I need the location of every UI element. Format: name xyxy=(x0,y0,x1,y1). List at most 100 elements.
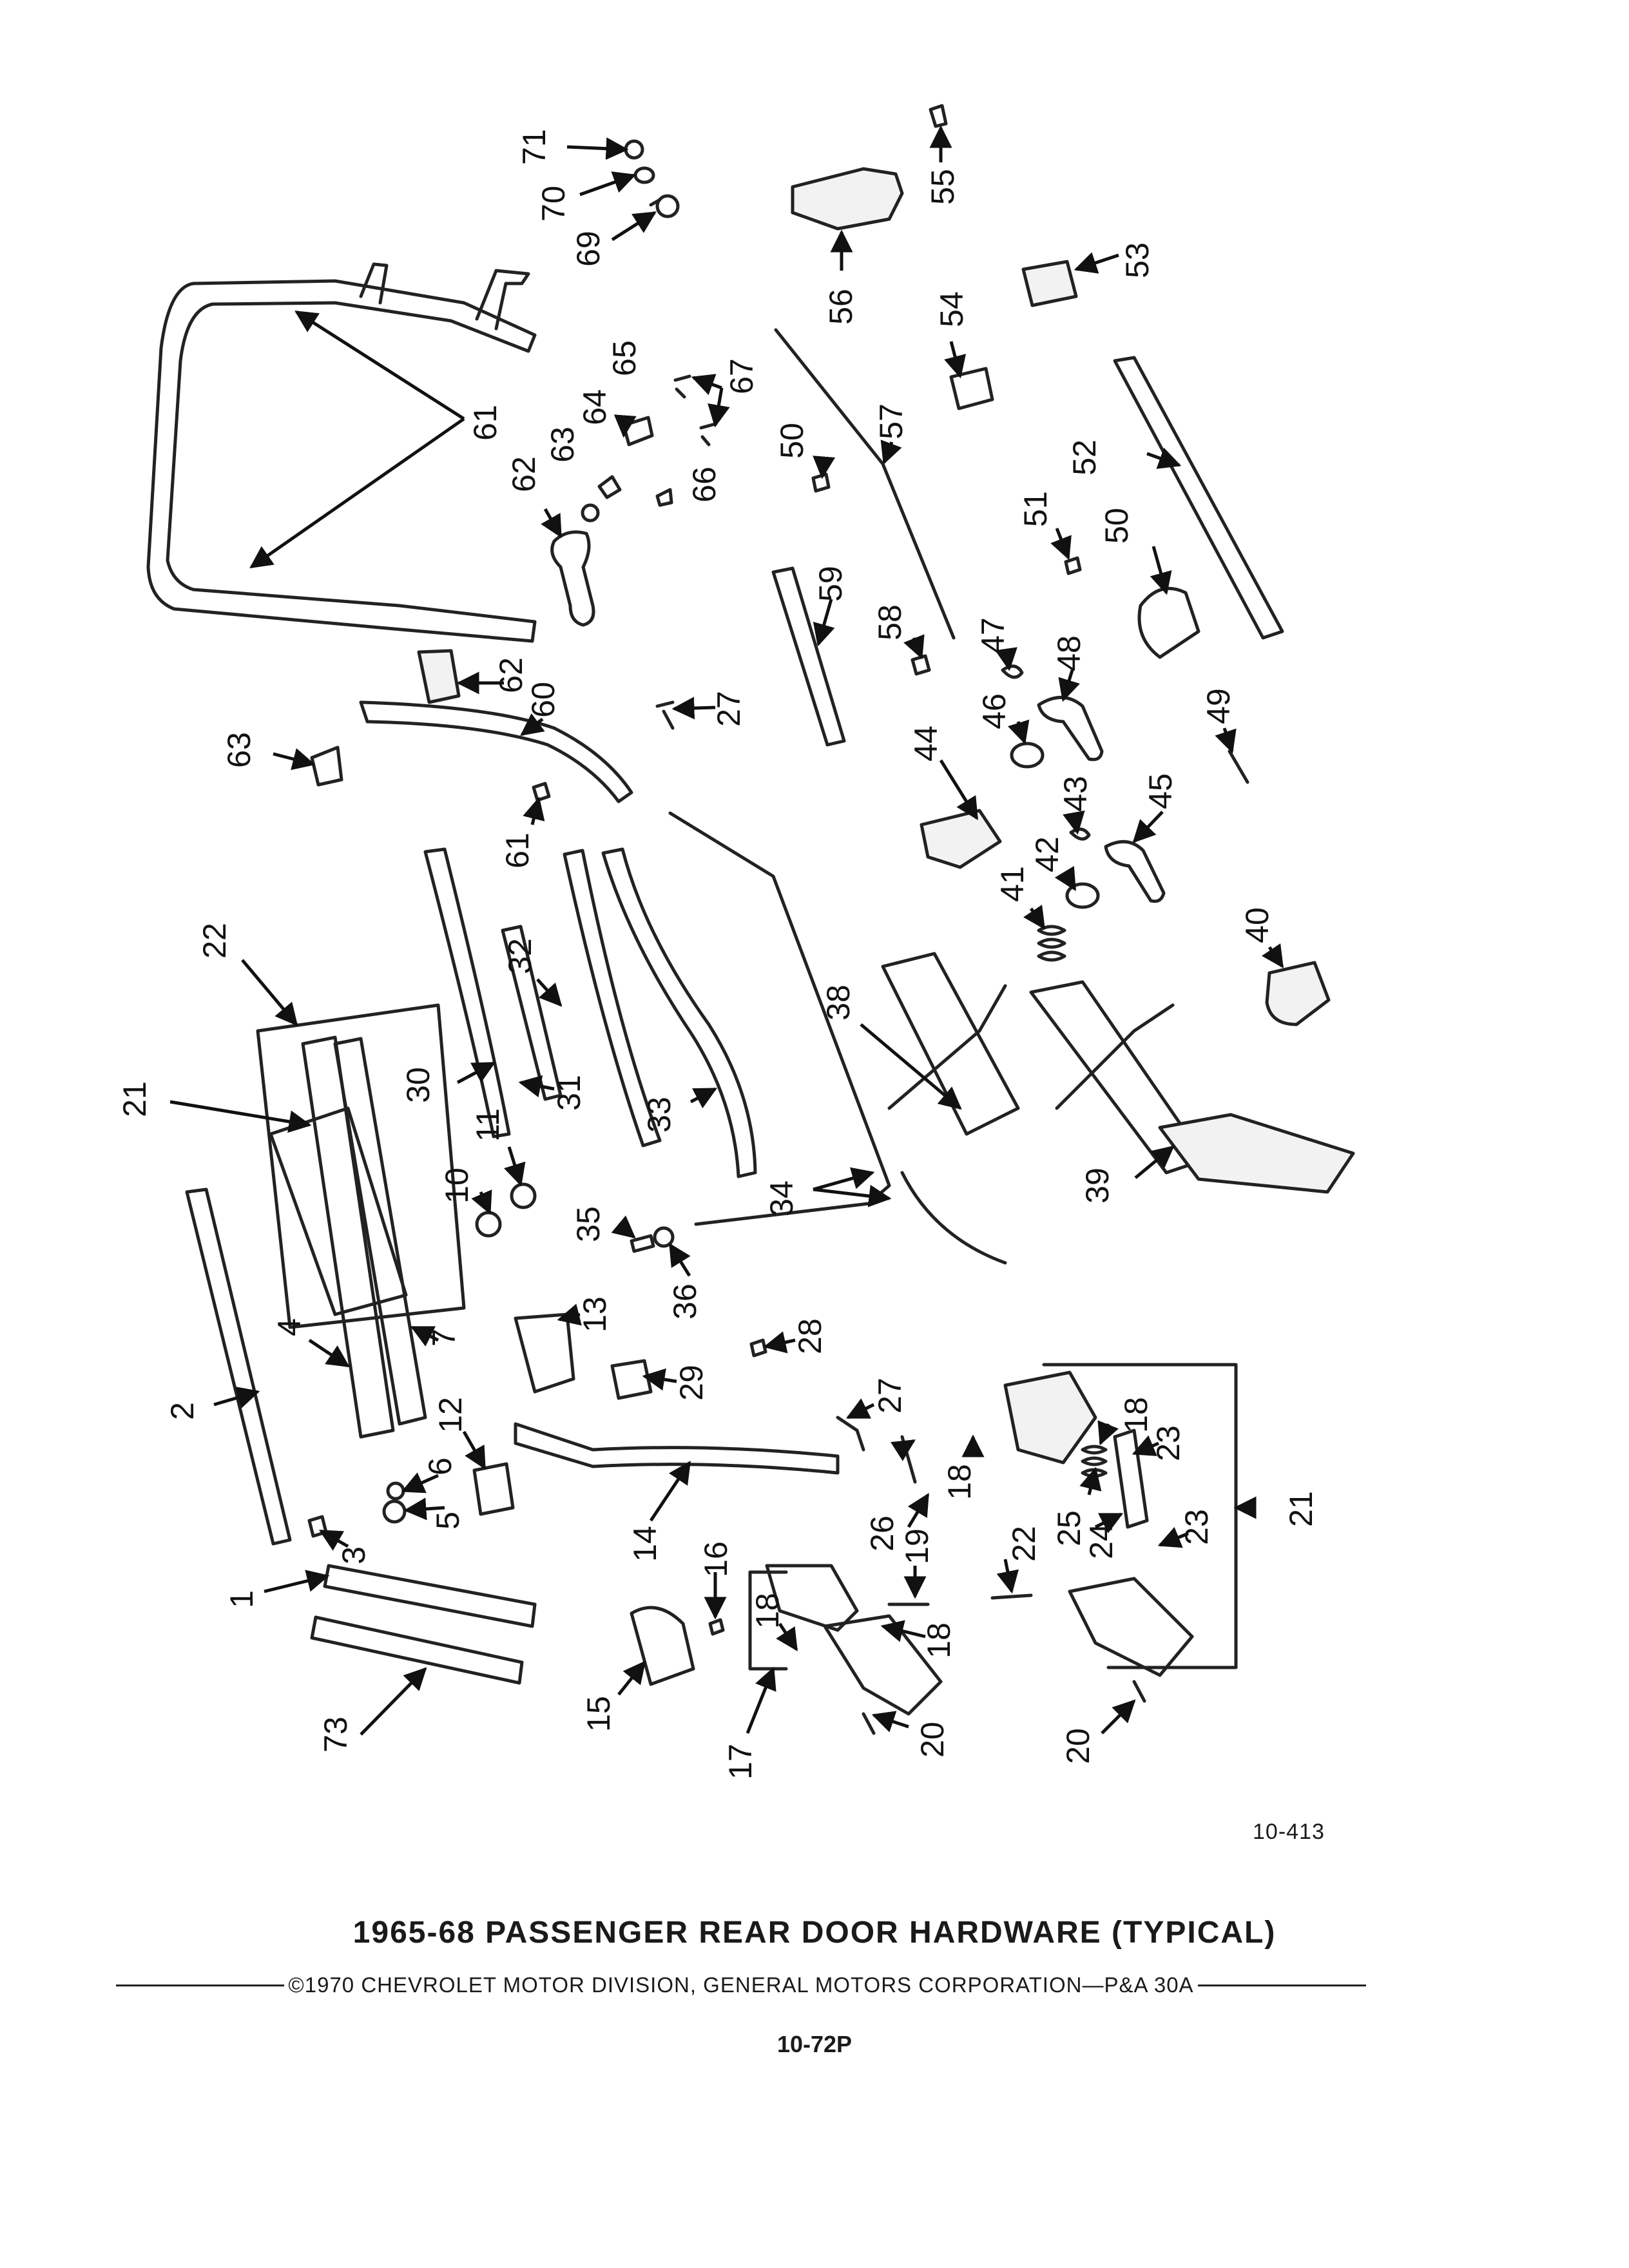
callout-53: 54 xyxy=(934,291,970,327)
part-7-track xyxy=(333,1037,427,1426)
part-10-nut xyxy=(475,1211,502,1238)
callout-47: 48 xyxy=(1051,635,1087,671)
callout-1: 1 xyxy=(224,1590,260,1608)
part-11-nut xyxy=(510,1182,537,1209)
callout-44: 45 xyxy=(1142,773,1179,809)
part-12-bracket xyxy=(472,1462,515,1516)
part-71-washer xyxy=(633,166,655,184)
callout-11: 11 xyxy=(470,1108,506,1142)
part-29-bracket xyxy=(610,1359,653,1400)
part-50-clip-b xyxy=(1064,556,1082,575)
callout-41: 42 xyxy=(1029,836,1065,872)
callout-2: 2 xyxy=(164,1402,200,1420)
part-67-escutcheon xyxy=(622,416,654,447)
part-37-regulator xyxy=(881,952,1020,1136)
callout-22: 22 xyxy=(1006,1526,1042,1562)
part-36-washer xyxy=(653,1226,675,1248)
callout-50-a: 51 xyxy=(1017,491,1054,527)
callout-66: 64 xyxy=(577,389,613,425)
callout-13: 13 xyxy=(577,1296,613,1332)
part-1-weatherstrip xyxy=(323,1564,537,1628)
callout-29: 29 xyxy=(673,1365,709,1401)
callout-8: 21 xyxy=(117,1081,153,1117)
callout-54: 55 xyxy=(925,169,961,205)
callout-26: 26 xyxy=(864,1515,900,1552)
part-20-screw-b xyxy=(1132,1680,1146,1703)
callout-64: 62 xyxy=(506,456,542,492)
part-47-window-handle xyxy=(1037,696,1104,762)
part-40-spring xyxy=(1037,925,1066,962)
part-52-lock-cylinder xyxy=(1021,260,1078,307)
part-46-clip xyxy=(1001,664,1024,679)
part-55-door-lock xyxy=(791,167,904,231)
part-33-channel xyxy=(601,847,757,1178)
part-59-guide xyxy=(359,700,633,803)
callout-21: 21 xyxy=(1283,1491,1319,1527)
callout-69: 67 xyxy=(724,358,760,394)
callout-55: 56 xyxy=(823,289,859,325)
part-56-lock-rod xyxy=(774,328,956,640)
part-35-bolt xyxy=(630,1234,655,1253)
callout-39: 40 xyxy=(1239,907,1275,943)
callout-73: 73 xyxy=(318,1716,354,1753)
callout-6: 6 xyxy=(422,1457,458,1475)
callout-65: 63 xyxy=(545,427,581,463)
callout-61: 62 xyxy=(493,657,529,693)
callout-60: 61 xyxy=(499,832,535,869)
part-28-clip xyxy=(749,1338,767,1358)
callout-72: 71 xyxy=(516,129,552,165)
parts xyxy=(146,104,1355,1735)
part-41-escutcheon xyxy=(1065,882,1100,909)
part-61-bracket xyxy=(417,649,461,704)
part-5-nut xyxy=(382,1499,407,1524)
callout-18-b: 18 xyxy=(921,1622,957,1658)
callout-42: 43 xyxy=(1057,776,1094,812)
callout-37: 38 xyxy=(820,985,856,1021)
callout-46: 47 xyxy=(975,617,1011,653)
callout-70: 69 xyxy=(570,231,606,267)
callout-10: 10 xyxy=(439,1168,475,1204)
part-57-clip xyxy=(911,654,931,676)
copyright-line: ©1970 CHEVROLET MOTOR DIVISION, GENERAL … xyxy=(116,1973,1366,1997)
leader-lines xyxy=(169,125,1284,1736)
part-4-regulator xyxy=(301,1035,395,1439)
callout-51: 52 xyxy=(1066,439,1103,476)
part-17-plate xyxy=(823,1614,943,1716)
callout-numbers: 71 70 69 61 62 63 64 65 66 67 56 55 53 5… xyxy=(117,129,1319,1780)
part-64-handle xyxy=(550,530,595,627)
callout-18-d: 18 xyxy=(1118,1397,1154,1433)
callout-17: 17 xyxy=(722,1744,758,1780)
part-31-channel xyxy=(501,925,563,1101)
part-66-clip xyxy=(597,475,622,499)
part-72-washer xyxy=(624,139,644,160)
part-37-sector-gear xyxy=(900,1171,1007,1265)
callout-27-a: 27 xyxy=(711,691,747,727)
part-16-clip xyxy=(708,1618,725,1636)
callout-36: 36 xyxy=(667,1283,703,1320)
page-number: 10-72P xyxy=(776,2031,853,2057)
part-45-escutcheon xyxy=(1010,742,1045,769)
callout-71: 70 xyxy=(535,186,572,222)
part-54-clip xyxy=(929,104,948,128)
callout-18-c: 18 xyxy=(941,1464,978,1500)
part-39-motor xyxy=(1265,961,1331,1026)
part-49-pull-handle xyxy=(1137,586,1200,659)
callout-27-b: 27 xyxy=(872,1378,908,1414)
callout-14: 14 xyxy=(627,1526,663,1562)
callout-52: 53 xyxy=(1119,242,1155,278)
callout-49: 50 xyxy=(1099,508,1135,544)
part-48-pin xyxy=(1228,749,1249,784)
part-58-guide xyxy=(771,566,846,747)
callout-33: 33 xyxy=(641,1097,677,1133)
callout-3: 3 xyxy=(336,1546,372,1564)
part-21-plate xyxy=(1068,1577,1194,1677)
callout-45: 46 xyxy=(976,693,1012,729)
part-21-lever xyxy=(1003,1370,1097,1465)
callout-15: 15 xyxy=(581,1696,617,1732)
part-68-clip xyxy=(655,488,673,507)
callout-7: 7 xyxy=(426,1329,462,1347)
part-32-channel xyxy=(563,849,662,1148)
part-14-guide xyxy=(514,1422,840,1475)
figure-title: 1965-68 PASSENGER REAR DOOR HARDWARE (TY… xyxy=(352,1916,1277,1950)
